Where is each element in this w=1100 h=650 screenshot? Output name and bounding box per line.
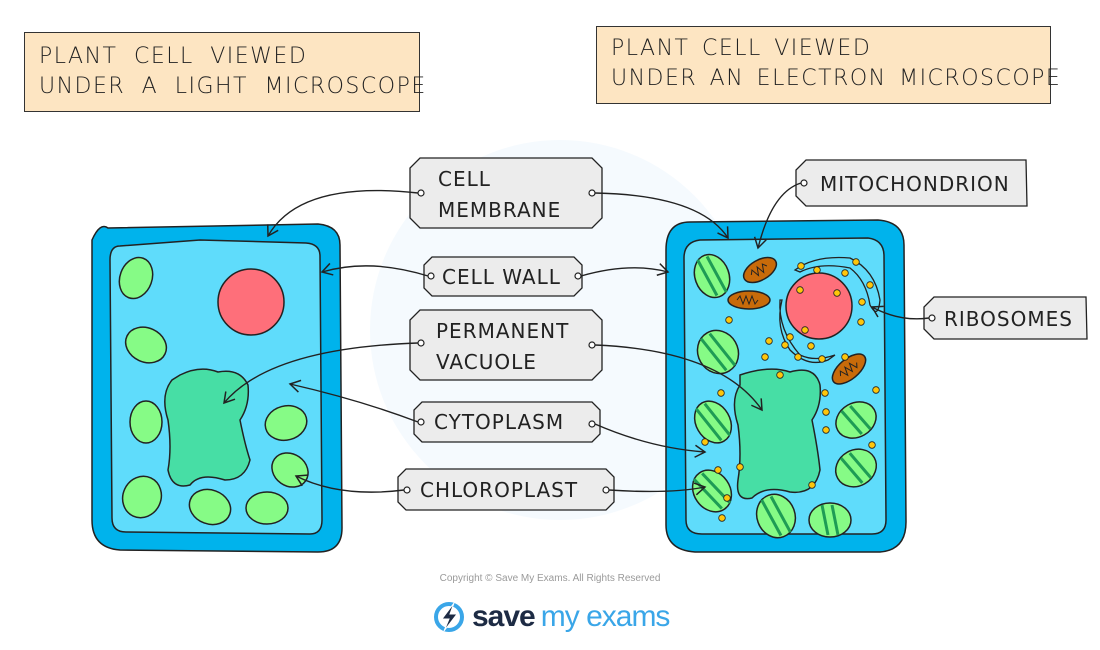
arrow-membrane-left bbox=[267, 189, 419, 238]
title-left-line2: UNDER A LIGHT MICROSCOPE bbox=[39, 74, 427, 99]
label-ribosomes-text: RIBOSOMES bbox=[944, 307, 1073, 331]
label-cytoplasm-text: CYTOPLASM bbox=[434, 410, 564, 434]
arrow-ribosomes bbox=[870, 305, 930, 320]
arrow-wall-left bbox=[320, 262, 429, 277]
chloroplast bbox=[188, 488, 232, 526]
chloroplast bbox=[755, 493, 797, 539]
title-light-microscope: PLANT CELL VIEWED UNDER A LIGHT MICROSCO… bbox=[24, 32, 427, 112]
ribosome bbox=[822, 426, 830, 434]
ribosome bbox=[761, 353, 769, 361]
light-microscope-cell bbox=[91, 223, 343, 553]
nucleus-left bbox=[217, 268, 285, 336]
ribosome bbox=[841, 353, 849, 361]
label-mitochondrion-text: MITOCHONDRION bbox=[820, 172, 1010, 196]
title-right-line1: PLANT CELL VIEWED bbox=[611, 36, 872, 61]
arrow-membrane-right bbox=[594, 192, 729, 240]
label-cell-membrane-line1: CELL bbox=[438, 167, 491, 191]
chloroplast bbox=[118, 256, 154, 300]
chloroplast bbox=[264, 404, 308, 442]
chloroplast bbox=[808, 502, 852, 538]
label-mitochondrion[interactable]: MITOCHONDRION bbox=[795, 159, 1028, 207]
ribosome bbox=[807, 342, 815, 350]
ribosome bbox=[821, 389, 829, 397]
ribosome bbox=[786, 333, 794, 341]
ribosome bbox=[723, 494, 731, 502]
brand-save: save bbox=[472, 600, 536, 633]
copyright-notice: Copyright © Save My Exams. All Rights Re… bbox=[439, 573, 661, 584]
label-ribosomes[interactable]: RIBOSOMES bbox=[923, 296, 1088, 340]
chloroplast bbox=[129, 400, 163, 444]
arrow-vacuole-left bbox=[223, 342, 419, 405]
ribosome bbox=[813, 266, 821, 274]
label-chloroplast-text: CHLOROPLAST bbox=[420, 478, 578, 502]
ribosome bbox=[718, 514, 726, 522]
ribosome bbox=[776, 371, 784, 379]
ribosome bbox=[736, 463, 744, 471]
ribosome bbox=[794, 353, 802, 361]
title-left-line1: PLANT CELL VIEWED bbox=[39, 44, 308, 69]
arrow-vacuole-right bbox=[594, 344, 763, 412]
arrow-mitochondrion bbox=[753, 182, 802, 250]
arrow-cytoplasm-left bbox=[288, 379, 419, 423]
ribosome bbox=[857, 318, 865, 326]
nucleus-right bbox=[785, 272, 853, 340]
ribosome bbox=[781, 341, 789, 349]
lightning-bolt-icon bbox=[434, 602, 464, 632]
ribosome bbox=[852, 258, 860, 266]
ribosome bbox=[765, 337, 773, 345]
chloroplast bbox=[834, 448, 878, 488]
save-my-exams-logo[interactable]: save my exams bbox=[432, 597, 671, 637]
ribosome bbox=[833, 289, 841, 297]
brand-my-exams: my exams bbox=[540, 600, 671, 633]
ribosome bbox=[818, 355, 826, 363]
label-cell-wall[interactable]: CELL WALL bbox=[423, 256, 583, 297]
chloroplast bbox=[121, 475, 163, 519]
chloroplast bbox=[124, 326, 168, 364]
vacuole-right bbox=[733, 368, 822, 500]
label-cell-wall-text: CELL WALL bbox=[442, 265, 561, 289]
label-permanent-vacuole[interactable]: PERMANENT VACUOLE bbox=[409, 309, 603, 381]
ribosome bbox=[868, 441, 876, 449]
ribosome bbox=[797, 262, 805, 270]
ribosome bbox=[808, 481, 816, 489]
chloroplast bbox=[245, 491, 289, 525]
mitochondria bbox=[727, 256, 867, 385]
chloroplast bbox=[693, 400, 733, 444]
chloroplasts-right bbox=[691, 253, 878, 539]
label-vacuole-line2: VACUOLE bbox=[436, 350, 537, 374]
ribosome bbox=[801, 326, 809, 334]
ribosome bbox=[714, 466, 722, 474]
arrow-wall-right bbox=[580, 263, 670, 277]
electron-microscope-cell bbox=[665, 219, 907, 553]
ribosome bbox=[717, 389, 725, 397]
label-cell-membrane-line2: MEMBRANE bbox=[438, 198, 561, 222]
title-electron-microscope: PLANT CELL VIEWED UNDER AN ELECTRON MICR… bbox=[596, 26, 1062, 104]
arrow-cytoplasm-right bbox=[594, 423, 707, 458]
endoplasmic-reticulum bbox=[779, 299, 836, 364]
arrow-chloroplast-left bbox=[294, 474, 405, 493]
title-right-line2: UNDER AN ELECTRON MICROSCOPE bbox=[611, 66, 1062, 91]
chloroplast bbox=[696, 329, 740, 375]
ribosome bbox=[866, 281, 874, 289]
chloroplast bbox=[691, 469, 733, 513]
chloroplast bbox=[835, 401, 877, 439]
arrow-chloroplast-right bbox=[608, 482, 707, 496]
mitochondrion bbox=[727, 290, 771, 310]
label-cell-membrane[interactable]: CELL MEMBRANE bbox=[409, 157, 603, 229]
ribosome bbox=[872, 386, 880, 394]
ribosome bbox=[796, 286, 804, 294]
ribosome bbox=[822, 408, 830, 416]
vacuole-left bbox=[164, 368, 251, 487]
ribosome bbox=[725, 316, 733, 324]
label-chloroplast[interactable]: CHLOROPLAST bbox=[397, 468, 615, 511]
ribosome bbox=[701, 438, 709, 446]
ribosome bbox=[841, 269, 849, 277]
label-cytoplasm[interactable]: CYTOPLASM bbox=[413, 401, 601, 443]
label-vacuole-line1: PERMANENT bbox=[436, 319, 569, 343]
chloroplast bbox=[693, 253, 731, 299]
chloroplasts-left bbox=[118, 256, 309, 526]
ribosomes bbox=[701, 258, 880, 522]
pointer-arrows bbox=[223, 182, 930, 496]
ribosome bbox=[858, 298, 866, 306]
